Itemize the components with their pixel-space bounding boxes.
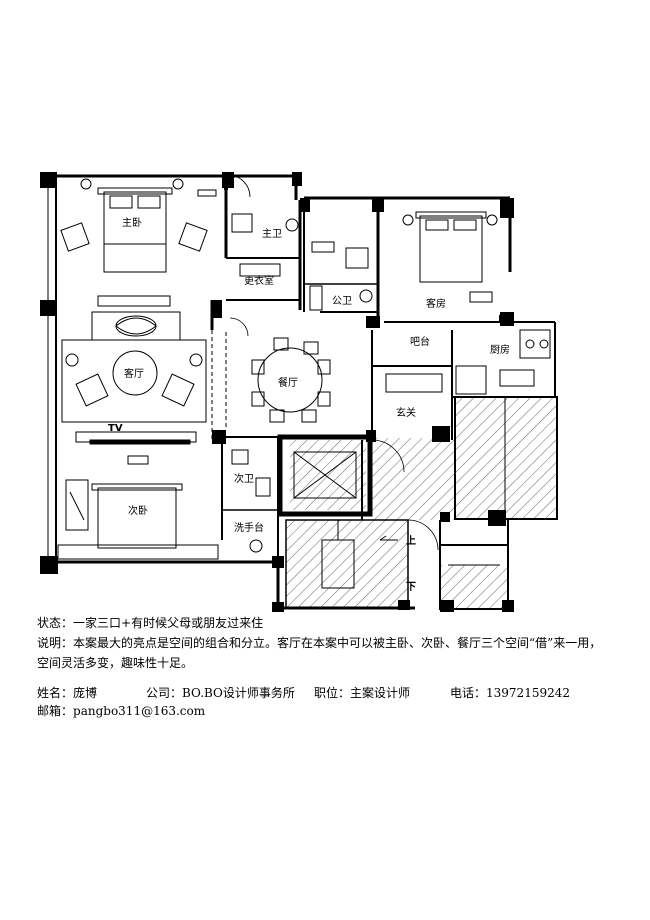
elevator: [293, 451, 357, 499]
label-wash-basin: 洗手台: [234, 521, 264, 534]
contact-name: 姓名：庞博: [37, 684, 97, 701]
company-value: BO.BO设计师事务所: [182, 686, 295, 700]
label-tv: TV: [108, 423, 123, 434]
note-line-1: 说明：本案最大的亮点是空间的组合和分立。客厅在本案中可以被主卧、次卧、餐厅三个空…: [37, 634, 601, 652]
note-line-2: 空间灵活多变，趣味性十足。: [37, 654, 193, 672]
label-guest-room: 客房: [426, 297, 446, 310]
label-living-room: 客厅: [124, 367, 144, 380]
note-text-1: 本案最大的亮点是空间的组合和分立。客厅在本案中可以被主卧、次卧、餐厅三个空间“借…: [73, 636, 602, 650]
contact-company: 公司：BO.BO设计师事务所: [146, 684, 295, 701]
label-master-bath: 主卫: [262, 228, 282, 240]
label-second-bath: 次卫: [234, 472, 254, 485]
floor-plan: 主卧 主卫 更衣室 公卫 客房 客厅 餐厅 吧台 厨房 玄关 TV 次卫 次卧 …: [40, 172, 558, 612]
stairs: [321, 520, 398, 589]
guest-bed: [402, 211, 498, 303]
second-bed: [57, 479, 219, 560]
contact-phone: 电话：13972159242: [450, 684, 570, 701]
label-walk-in-closet: 更衣室: [244, 274, 274, 287]
note-label: 说明：: [37, 636, 74, 650]
terrace-hatch: [286, 397, 557, 609]
status-text: 一家三口+有时候父母或朋友过来住: [73, 616, 264, 630]
master-bed: [60, 178, 217, 273]
name-label: 姓名：: [37, 686, 74, 700]
label-public-bath: 公卫: [332, 296, 352, 307]
company-label: 公司：: [146, 686, 183, 700]
label-dining-room: 餐厅: [278, 376, 298, 389]
label-master-bedroom: 主卧: [122, 216, 142, 229]
door-swings: [227, 174, 439, 551]
label-foyer: 玄关: [396, 406, 416, 419]
email-value: pangbo311@163.com: [73, 704, 206, 718]
label-kitchen: 厨房: [490, 343, 510, 356]
contact-email: 邮箱：pangbo311@163.com: [37, 702, 205, 719]
contact-position: 职位：主案设计师: [314, 684, 410, 701]
position-value: 主案设计师: [350, 686, 411, 700]
label-bar-counter: 吧台: [410, 335, 430, 348]
walls: [47, 172, 558, 610]
room-labels: 主卧 主卫 更衣室 公卫 客房 客厅 餐厅 吧台 厨房 玄关 TV 次卫 次卧 …: [108, 216, 510, 593]
phone-label: 电话：: [450, 686, 487, 700]
status-line: 状态：一家三口+有时候父母或朋友过来住: [37, 614, 263, 632]
living-furniture: [61, 295, 207, 423]
label-second-bedroom: 次卧: [128, 504, 148, 517]
label-stair-up: 上: [406, 534, 416, 547]
fixtures: [231, 213, 551, 553]
email-label: 邮箱：: [37, 704, 74, 718]
status-label: 状态：: [37, 616, 74, 630]
phone-value: 13972159242: [486, 686, 570, 700]
label-stair-down: 下: [406, 581, 416, 593]
tv-unit: [75, 431, 197, 465]
name-value: 庞博: [73, 686, 98, 700]
dining-table: [251, 337, 331, 423]
position-label: 职位：: [314, 686, 351, 700]
structural-columns: [40, 172, 514, 612]
note-text-2: 空间灵活多变，趣味性十足。: [37, 656, 194, 670]
